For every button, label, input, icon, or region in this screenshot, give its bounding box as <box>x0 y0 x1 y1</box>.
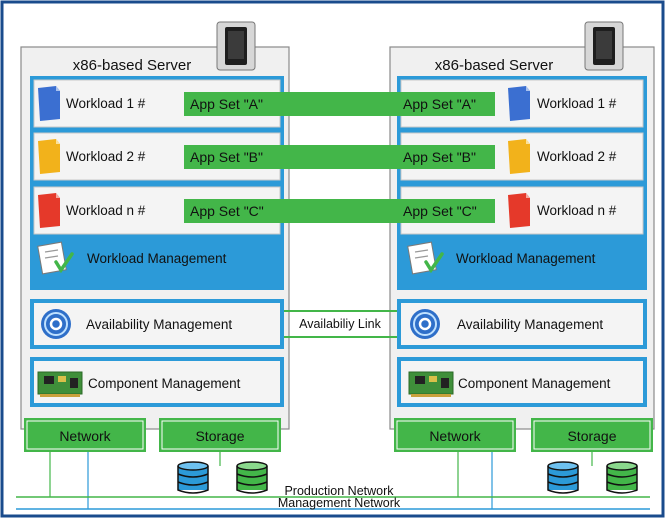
workload-row-2: Workload 2 # <box>33 132 281 181</box>
server-device-icon <box>216 21 256 71</box>
storage-label: Storage <box>195 428 244 444</box>
workload-management-label: Workload Management <box>87 251 227 266</box>
workload-management: Workload Management <box>407 241 596 275</box>
storage-label: Storage <box>567 428 616 444</box>
circuit-board-icon <box>408 371 454 397</box>
server-left: x86-based Server Workload 1 # Workload 2… <box>20 21 290 452</box>
workload-label: Workload 1 # <box>537 96 617 111</box>
checklist-icon <box>407 241 444 275</box>
yellow-document-icon <box>38 139 60 174</box>
network-label: Network <box>59 428 111 444</box>
database-icon-blue-left <box>177 461 209 494</box>
app-set-band-c: App Set "C" App Set "C" <box>184 199 495 223</box>
workload-management: Workload Management <box>37 241 227 275</box>
workload-label: Workload 1 # <box>66 96 146 111</box>
workload-row-3: Workload n # <box>400 186 644 235</box>
globe-at-icon <box>410 309 440 339</box>
checklist-icon <box>37 241 74 275</box>
network-label: Network <box>429 428 481 444</box>
database-icon-blue-right <box>547 461 579 494</box>
app-set-bar <box>184 145 495 169</box>
workload-label: Workload 2 # <box>66 149 146 164</box>
component-management-label: Component Management <box>458 376 611 391</box>
workload-label: Workload n # <box>537 203 617 218</box>
workload-label: Workload 2 # <box>537 149 617 164</box>
server-title: x86-based Server <box>73 57 191 74</box>
app-set-bar <box>184 199 495 223</box>
availability-box <box>401 303 643 345</box>
app-set-label-left: App Set "A" <box>190 96 263 112</box>
network-connections <box>16 452 650 510</box>
blue-document-icon <box>508 86 530 121</box>
app-set-label-right: App Set "A" <box>403 96 476 112</box>
workload-label: Workload n # <box>66 203 146 218</box>
server-title: x86-based Server <box>435 57 553 74</box>
availability-management-label: Availability Management <box>86 317 232 332</box>
app-set-label-right: App Set "C" <box>403 203 477 219</box>
server-device-icon <box>584 21 624 71</box>
database-icon-green-left <box>236 461 268 494</box>
production-network-label: Production Network <box>284 484 394 498</box>
app-set-band-b: App Set "B" App Set "B" <box>184 145 495 169</box>
red-document-icon <box>38 193 60 228</box>
app-set-label-left: App Set "C" <box>190 203 264 219</box>
circuit-board-icon <box>37 371 83 397</box>
availability-box <box>34 303 280 345</box>
red-document-icon <box>508 193 530 228</box>
availability-management-label: Availability Management <box>457 317 603 332</box>
availability-link: Availabiliy Link <box>284 310 397 338</box>
app-set-bar <box>184 92 495 116</box>
workload-management-label: Workload Management <box>456 251 596 266</box>
management-network-label: Management Network <box>278 496 401 510</box>
globe-at-icon <box>41 309 71 339</box>
server-right: x86-based Server Workload 1 # Workload 2… <box>389 21 655 452</box>
availability-link-label: Availabiliy Link <box>299 317 382 331</box>
app-set-label-right: App Set "B" <box>403 149 476 165</box>
yellow-document-icon <box>508 139 530 174</box>
blue-document-icon <box>38 86 60 121</box>
database-icon-green-right <box>606 461 638 494</box>
app-set-band-a: App Set "A" App Set "A" <box>184 92 495 116</box>
component-management-label: Component Management <box>88 376 241 391</box>
app-set-label-left: App Set "B" <box>190 149 263 165</box>
